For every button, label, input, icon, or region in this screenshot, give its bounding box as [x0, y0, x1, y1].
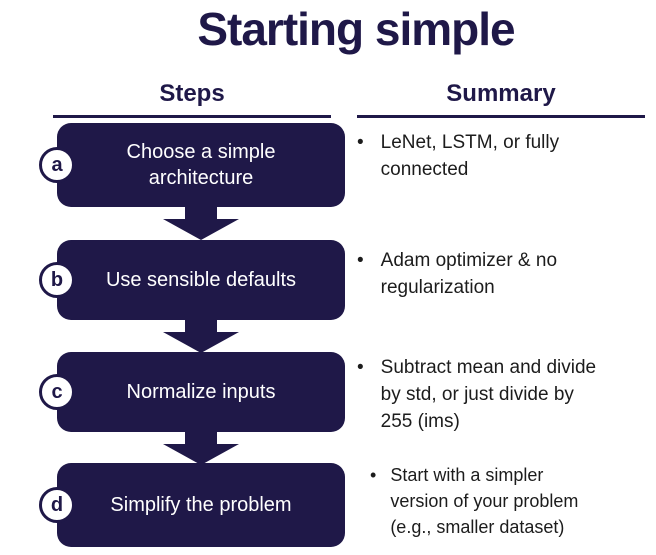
- summary-item-b: • Adam optimizer & no regularization: [357, 247, 606, 301]
- arrow-stem: [185, 206, 217, 219]
- summary-item-c: • Subtract mean and divide by std, or ju…: [357, 354, 606, 435]
- down-arrow-icon: [163, 319, 239, 353]
- step-box-d: Simplify the problem: [57, 463, 345, 547]
- steps-column-header: Steps: [53, 80, 331, 118]
- step-badge-a: a: [39, 147, 75, 183]
- bullet-icon: •: [370, 465, 377, 485]
- down-arrow-icon: [163, 206, 239, 240]
- step-letter: c: [51, 380, 63, 403]
- arrow-head: [163, 444, 239, 465]
- step-badge-c: c: [39, 374, 75, 410]
- arrow-stem: [185, 431, 217, 444]
- step-letter: d: [50, 493, 64, 516]
- page-title: Starting simple: [197, 3, 515, 55]
- step-label: Use sensible defaults: [105, 269, 297, 291]
- step-badge-d: d: [39, 487, 75, 523]
- summary-column-header: Summary: [357, 80, 645, 118]
- summary-text: LeNet, LSTM, or fully connected: [380, 132, 560, 180]
- bullet-icon: •: [357, 357, 364, 378]
- bullet-icon: •: [357, 250, 364, 271]
- step-box-a: Choose a simple architecture: [57, 123, 345, 207]
- summary-text: Start with a simpler version of your pro…: [390, 465, 579, 537]
- arrow-head: [163, 332, 239, 353]
- arrow-head: [163, 219, 239, 240]
- step-label: Simplify the problem: [110, 494, 292, 516]
- step-box-c: Normalize inputs: [57, 352, 345, 432]
- step-label: Normalize inputs: [126, 381, 276, 403]
- summary-item-a: • LeNet, LSTM, or fully connected: [357, 129, 606, 183]
- summary-text: Subtract mean and divide by std, or just…: [380, 357, 597, 432]
- step-letter: a: [51, 153, 63, 176]
- arrow-stem: [185, 319, 217, 332]
- summary-item-d: • Start with a simpler version of your p…: [357, 462, 595, 540]
- step-box-b: Use sensible defaults: [57, 240, 345, 320]
- bullet-icon: •: [357, 132, 364, 153]
- step-letter: b: [50, 268, 64, 291]
- down-arrow-icon: [163, 431, 239, 465]
- step-badge-b: b: [39, 262, 75, 298]
- summary-text: Adam optimizer & no regularization: [380, 250, 558, 298]
- step-label: Choose a simple architecture: [126, 141, 276, 189]
